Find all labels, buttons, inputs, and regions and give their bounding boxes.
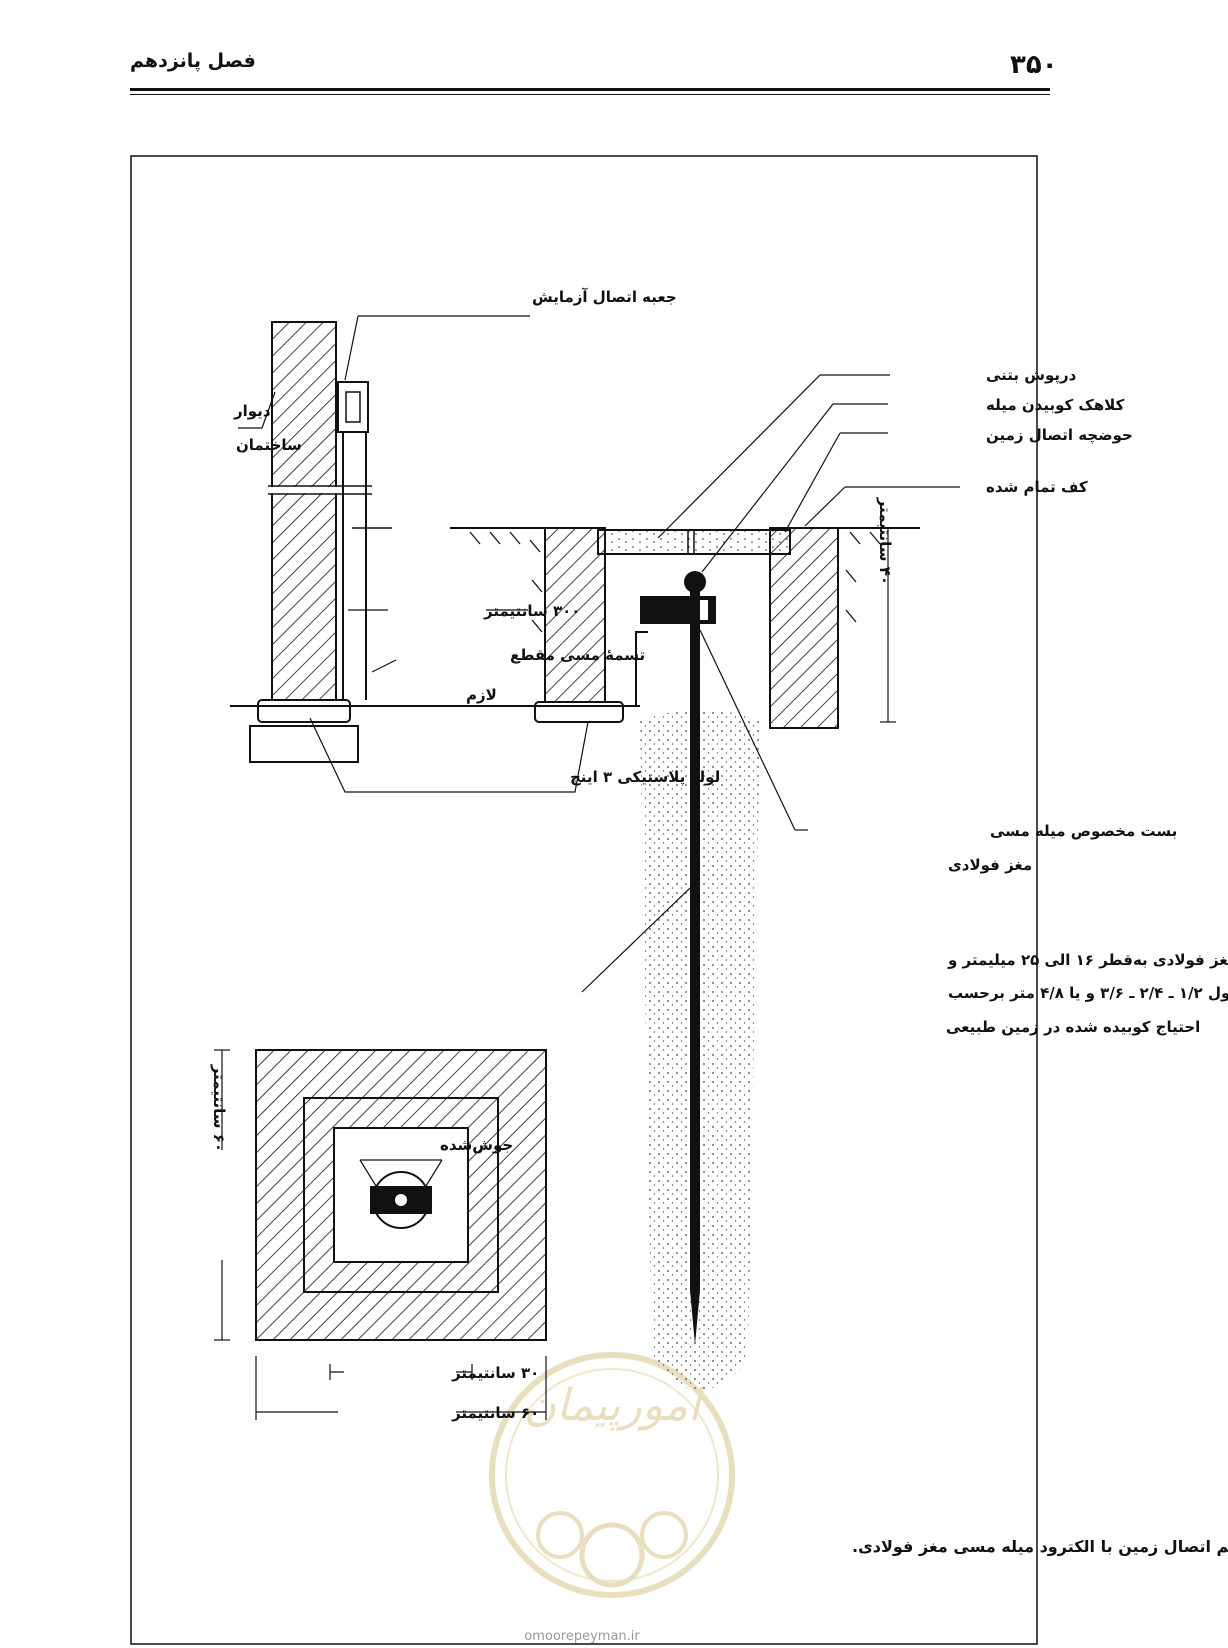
label-welded: جوش‌شده [440, 1136, 513, 1154]
label-wall-1: دیوار [233, 402, 271, 420]
driving-cap [684, 571, 706, 593]
label-dim-60-vertical: ۶۰ سانتیمتر [210, 1064, 228, 1152]
label-copper-strip: تسمهٔ مسی مقطع [510, 646, 645, 664]
test-junction-box [337, 381, 369, 433]
label-depth-40: ۴۰ سانتیمتر [876, 497, 894, 585]
watermark-logo-text: امورپیمان [524, 1380, 705, 1431]
pit-wall-right [769, 527, 839, 729]
wall-foundation [249, 725, 359, 763]
figure-frame [130, 155, 1038, 1645]
label-clamp-1: بست مخصوص میله مسی [990, 822, 1177, 840]
watermark-logo: امورپیمان [489, 1352, 735, 1598]
label-dim-30: ۳۰ سانتیمتر [451, 1364, 539, 1382]
label-depth-300: ۳۰۰ سانتیمتر [483, 602, 580, 620]
watermark-site: omoorepeyman.ir [524, 1629, 640, 1644]
building-wall [271, 321, 337, 703]
ground-rod [690, 590, 700, 1290]
label-test-box: جعبه اتصال آزمایش [532, 288, 677, 306]
header-rule-thin [130, 94, 1050, 95]
page-number: ۳۵۰ [1010, 50, 1058, 80]
label-required: لازم [466, 686, 497, 704]
label-driving-cap: کلاهک کوبیدن میله [986, 396, 1125, 414]
label-wall-2: ساختمان [236, 436, 302, 454]
label-finished-floor: کف تمام شده [986, 478, 1088, 496]
label-clamp-2: مغز فولادی [948, 856, 1032, 874]
label-concrete-cover: درپوش بتنی [986, 366, 1077, 385]
label-rod-2: به‌طول ۱/۲ ـ ۲/۴ ـ ۳/۶ و یا ۴/۸ متر برحس… [948, 984, 1228, 1002]
figure-caption: شکل ۱۵ ـ ۲ جزییات نصب سیستم اتصال زمین ب… [852, 1537, 1228, 1556]
label-rod-1: میلهٔ مسی مغز فولادی به‌قطر ۱۶ الی ۲۵ می… [947, 951, 1228, 969]
label-rod-3: احتیاج کوبیده شده در زمین طبیعی [946, 1018, 1200, 1036]
label-dim-60: ۶۰ سانتیمتر [451, 1404, 539, 1422]
label-ground-pit: حوضچه اتصال زمین [986, 426, 1133, 445]
label-plastic-pipe: لولهٔ پلاستیکی ۳ اینچ [570, 768, 720, 787]
chapter-title: فصل پانزدهم [130, 50, 256, 72]
header-rule-thick [130, 88, 1050, 91]
